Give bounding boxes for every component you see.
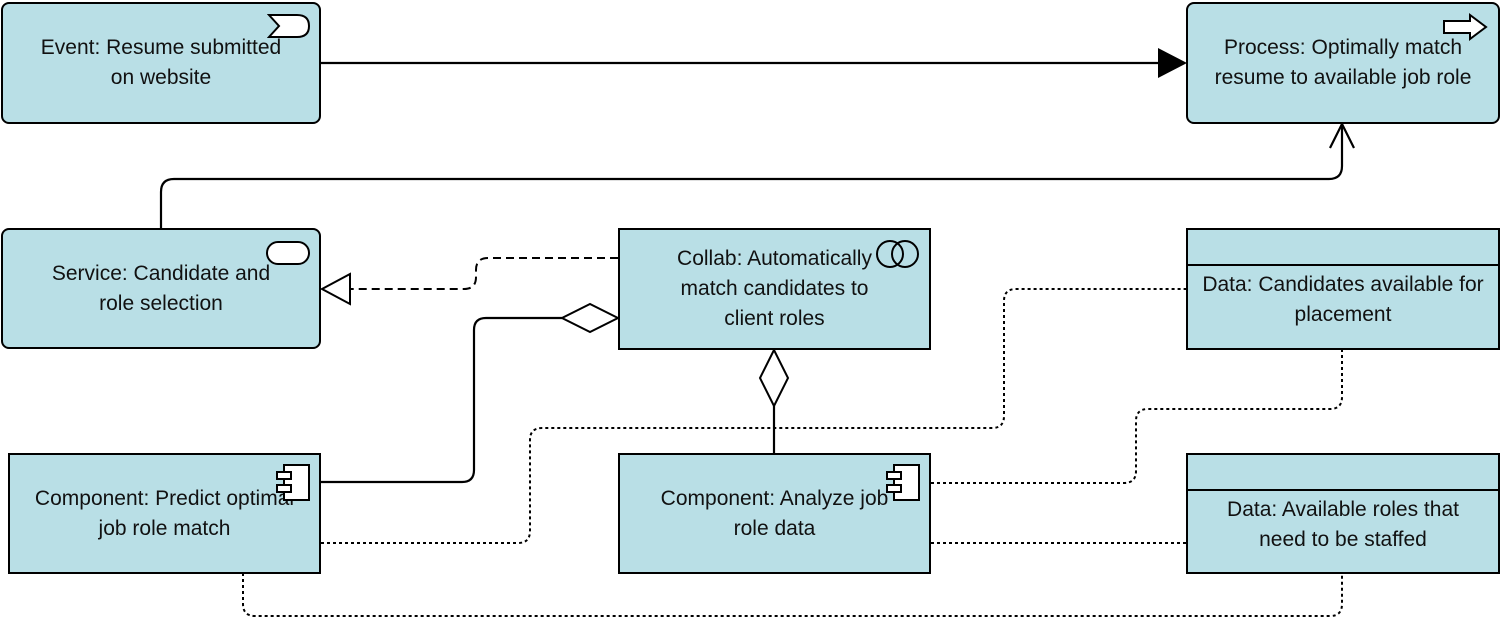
data-candidates-node-label: Data: Candidates available for placement	[1202, 273, 1484, 326]
collaboration-node[interactable]: Collab: Automatically match candidates t…	[618, 228, 931, 350]
data-roles-header	[1188, 455, 1498, 491]
edge-collab-aggregates-predict-diamond	[559, 302, 621, 334]
collaboration-icon	[876, 240, 919, 268]
data-roles-node[interactable]: Data: Available roles that need to be st…	[1186, 453, 1500, 574]
component-predict-node[interactable]: Component: Predict optimal job role matc…	[8, 453, 321, 574]
component-analyze-node-label: Component: Analyze job role data	[660, 486, 889, 540]
collaboration-node-label: Collab: Automatically match candidates t…	[677, 247, 872, 330]
component-analyze-node[interactable]: Component: Analyze job role data	[618, 453, 931, 574]
data-roles-node-label: Data: Available roles that need to be st…	[1227, 497, 1459, 551]
service-node-label: Service: Candidate and role selection	[51, 261, 271, 315]
arrow-right-icon	[1443, 13, 1488, 41]
service-icon	[266, 241, 310, 265]
edge-service-to-process	[159, 124, 1344, 228]
data-candidates-node[interactable]: Data: Candidates available for placement	[1186, 228, 1500, 350]
edge-collab-aggregates-analyze-diamond	[758, 347, 790, 409]
process-node-label: Process: Optimally match resume to avail…	[1214, 36, 1472, 89]
edge-collab-realizes-service	[350, 257, 618, 290]
edge-service-to-process-arrowhead	[1329, 121, 1355, 149]
data-candidates-header	[1188, 230, 1498, 266]
edge-collab-realizes-service-arrowhead	[319, 272, 351, 306]
edge-analyze-accesses-candidates	[931, 349, 1343, 484]
event-node[interactable]: Event: Resume submitted on website	[1, 2, 321, 124]
component-icon	[276, 464, 310, 501]
component-icon	[886, 464, 920, 501]
component-predict-node-label: Component: Predict optimal job role matc…	[34, 486, 295, 540]
edge-predict-accesses-roles	[242, 573, 1343, 617]
event-icon	[267, 14, 311, 38]
service-node[interactable]: Service: Candidate and role selection	[1, 228, 321, 349]
edge-collab-aggregates-predict	[321, 316, 562, 484]
edge-event-to-process-arrowhead	[1158, 48, 1187, 78]
process-node[interactable]: Process: Optimally match resume to avail…	[1186, 2, 1500, 124]
event-node-label: Event: Resume submitted on website	[40, 36, 282, 89]
